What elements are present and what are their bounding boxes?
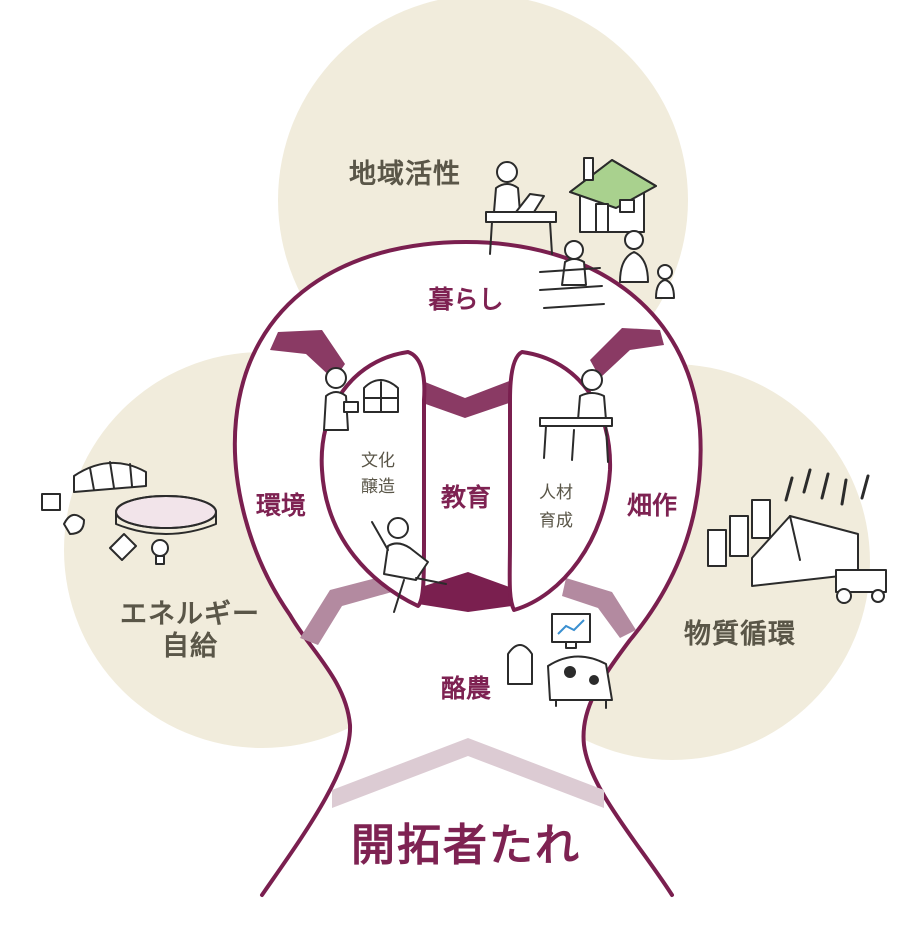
teacher-icon: [539, 369, 613, 463]
outer-labels: 地域活性 エネルギー 自給 物質循環: [120, 159, 796, 662]
label-regional-revitalization: 地域活性: [349, 159, 461, 190]
laptop-person-icon: [485, 161, 557, 255]
label-human-resources: 人材: [539, 483, 573, 503]
greenhouse-icon: [41, 461, 147, 511]
label-culture: 文化: [361, 451, 395, 471]
label-brewing: 醸造: [361, 477, 395, 497]
diagram-title: 開拓者たれ: [351, 820, 581, 871]
tank-pool-icon: [115, 495, 217, 535]
label-living: 暮らし: [428, 285, 503, 314]
band-top-left: [270, 330, 345, 380]
label-dairy: 酪農: [441, 674, 491, 703]
band-center-bottom: [418, 572, 512, 612]
house-icon: [569, 157, 657, 233]
band-center-top: [420, 380, 512, 418]
label-energy-line1: エネルギー: [120, 599, 260, 630]
label-farming: 畑作: [627, 491, 677, 520]
label-environment: 環境: [256, 491, 306, 520]
band-base: [332, 738, 604, 808]
label-development: 育成: [539, 511, 573, 531]
running-student-icon: [371, 517, 447, 613]
inner-small-labels: 文化 醸造 人材 育成: [361, 451, 573, 531]
band-bottom-left: [300, 576, 392, 645]
connector-bands: [270, 328, 664, 808]
dairy-icon: [507, 613, 613, 709]
band-top-right: [590, 328, 664, 378]
researcher-icon: [323, 367, 399, 431]
label-energy-line2: 自給: [162, 630, 218, 662]
family-icon: [539, 230, 675, 309]
band-bottom-right: [562, 578, 636, 638]
label-education: 教育: [441, 483, 491, 512]
barn-silos-icon: [707, 499, 887, 604]
inner-labels: 暮らし 環境 教育 畑作 酪農: [256, 285, 677, 703]
label-material-cycle: 物質循環: [684, 619, 796, 650]
crops-icon: [784, 468, 870, 506]
pipe-bulb-icon: [63, 513, 169, 565]
